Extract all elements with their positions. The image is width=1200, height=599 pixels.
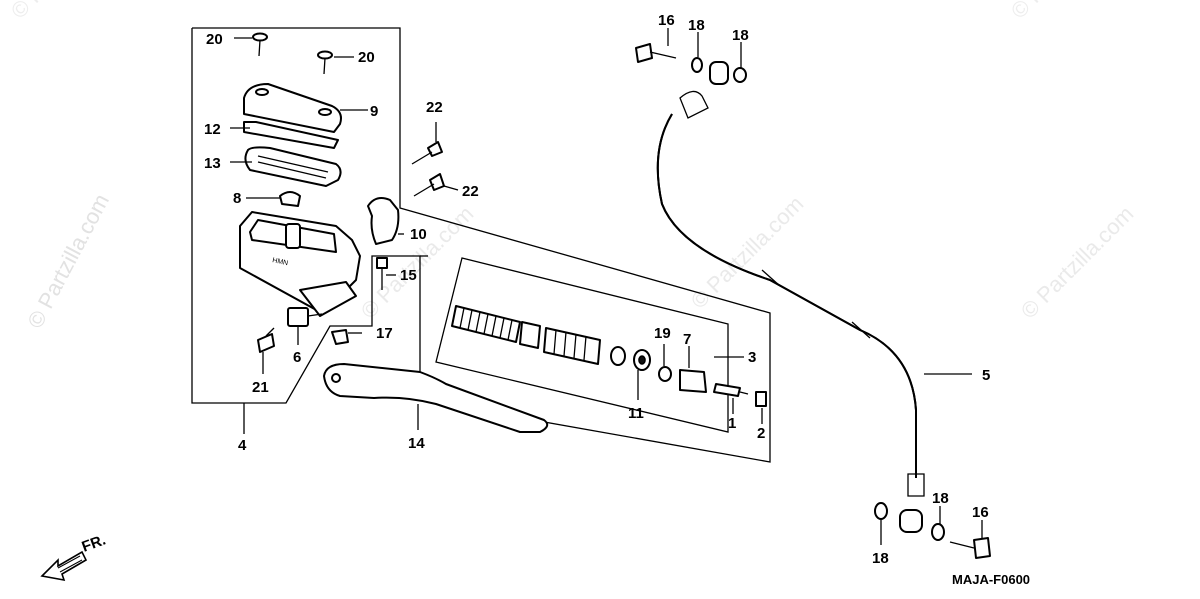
callout-22-bottom: 22 xyxy=(462,183,479,200)
clutch-lever-14 xyxy=(323,363,549,433)
leader-lines xyxy=(230,28,983,545)
reservoir-cap-9 xyxy=(243,83,342,133)
banjo-fitting-top xyxy=(709,61,729,85)
piston-spring xyxy=(451,305,521,343)
lever-pivot xyxy=(331,373,341,383)
callout-4: 4 xyxy=(238,437,247,454)
callout-16-top: 16 xyxy=(658,12,675,29)
callout-1: 1 xyxy=(728,415,736,432)
bolt-16-bottom xyxy=(949,537,991,559)
callout-3: 3 xyxy=(748,349,756,366)
diagram-code: MAJA-F0600 xyxy=(952,572,1030,587)
watermark-top-left: © Partzilla.com xyxy=(6,0,129,24)
callout-18-top-a: 18 xyxy=(688,17,705,34)
callout-19: 19 xyxy=(654,325,671,342)
callout-16-bottom: 16 xyxy=(972,504,989,521)
callout-11: 11 xyxy=(628,405,644,422)
callout-21: 21 xyxy=(252,379,269,396)
washer-18-bottom-a xyxy=(874,502,888,520)
master-cylinder-body: HMN xyxy=(239,211,361,317)
boot-17 xyxy=(331,329,349,345)
watermark-mid: © Partzilla.com xyxy=(686,191,809,314)
callout-2: 2 xyxy=(757,425,765,442)
diaphragm-13 xyxy=(244,146,342,187)
callout-12: 12 xyxy=(204,121,221,138)
banjo-fitting-bottom xyxy=(899,509,923,533)
callout-7: 7 xyxy=(683,331,691,348)
front-direction-indicator: FR. xyxy=(40,532,109,582)
callout-10: 10 xyxy=(410,226,427,243)
bolt-16-top xyxy=(635,43,677,63)
bolt-15 xyxy=(376,257,388,290)
bolt-22-bottom xyxy=(413,173,445,197)
callout-8: 8 xyxy=(233,190,241,207)
callout-17: 17 xyxy=(376,325,393,342)
screw-20-top xyxy=(252,32,268,57)
callout-22-top: 22 xyxy=(426,99,443,116)
boot-7 xyxy=(679,369,707,393)
clutch-hose-5 xyxy=(656,90,925,497)
callout-18-top-b: 18 xyxy=(732,27,749,44)
nut-2 xyxy=(755,391,767,407)
callout-20-top: 20 xyxy=(206,31,223,48)
callout-18-bottom-a: 18 xyxy=(872,550,889,567)
watermark-top-right: © Partzilla.com xyxy=(1006,0,1129,24)
piston-assembly xyxy=(519,321,672,382)
callout-15: 15 xyxy=(400,267,417,284)
watermark-layer: © Partzilla.com © Partzilla.com © Partzi… xyxy=(6,0,1139,332)
callout-13: 13 xyxy=(204,155,221,172)
callout-20-right: 20 xyxy=(358,49,375,66)
float-8 xyxy=(279,191,301,207)
screw-20-right xyxy=(317,50,333,75)
washer-18-top-a xyxy=(691,57,703,73)
callout-9: 9 xyxy=(370,103,378,120)
front-label: FR. xyxy=(80,532,109,556)
callout-18-bottom-b: 18 xyxy=(932,490,949,507)
callout-14: 14 xyxy=(408,435,425,452)
watermark-left: © Partzilla.com xyxy=(22,190,114,333)
svg-text:HMN: HMN xyxy=(272,257,289,267)
washer-18-bottom-b xyxy=(931,523,945,541)
holder-clamp-10 xyxy=(367,197,400,245)
washer-18-top-b xyxy=(733,67,747,83)
bolt-22-top xyxy=(411,141,443,165)
piston-kit-box xyxy=(435,257,729,433)
callout-5: 5 xyxy=(982,367,990,384)
callout-6: 6 xyxy=(293,349,301,366)
callout-labels: 1 2 3 4 5 6 7 8 9 10 11 12 13 14 15 16 1… xyxy=(204,12,990,567)
cap-plate-12 xyxy=(243,121,339,149)
screw-21 xyxy=(257,327,275,353)
pushrod-1 xyxy=(713,383,749,397)
watermark-right: © Partzilla.com xyxy=(1016,201,1139,324)
